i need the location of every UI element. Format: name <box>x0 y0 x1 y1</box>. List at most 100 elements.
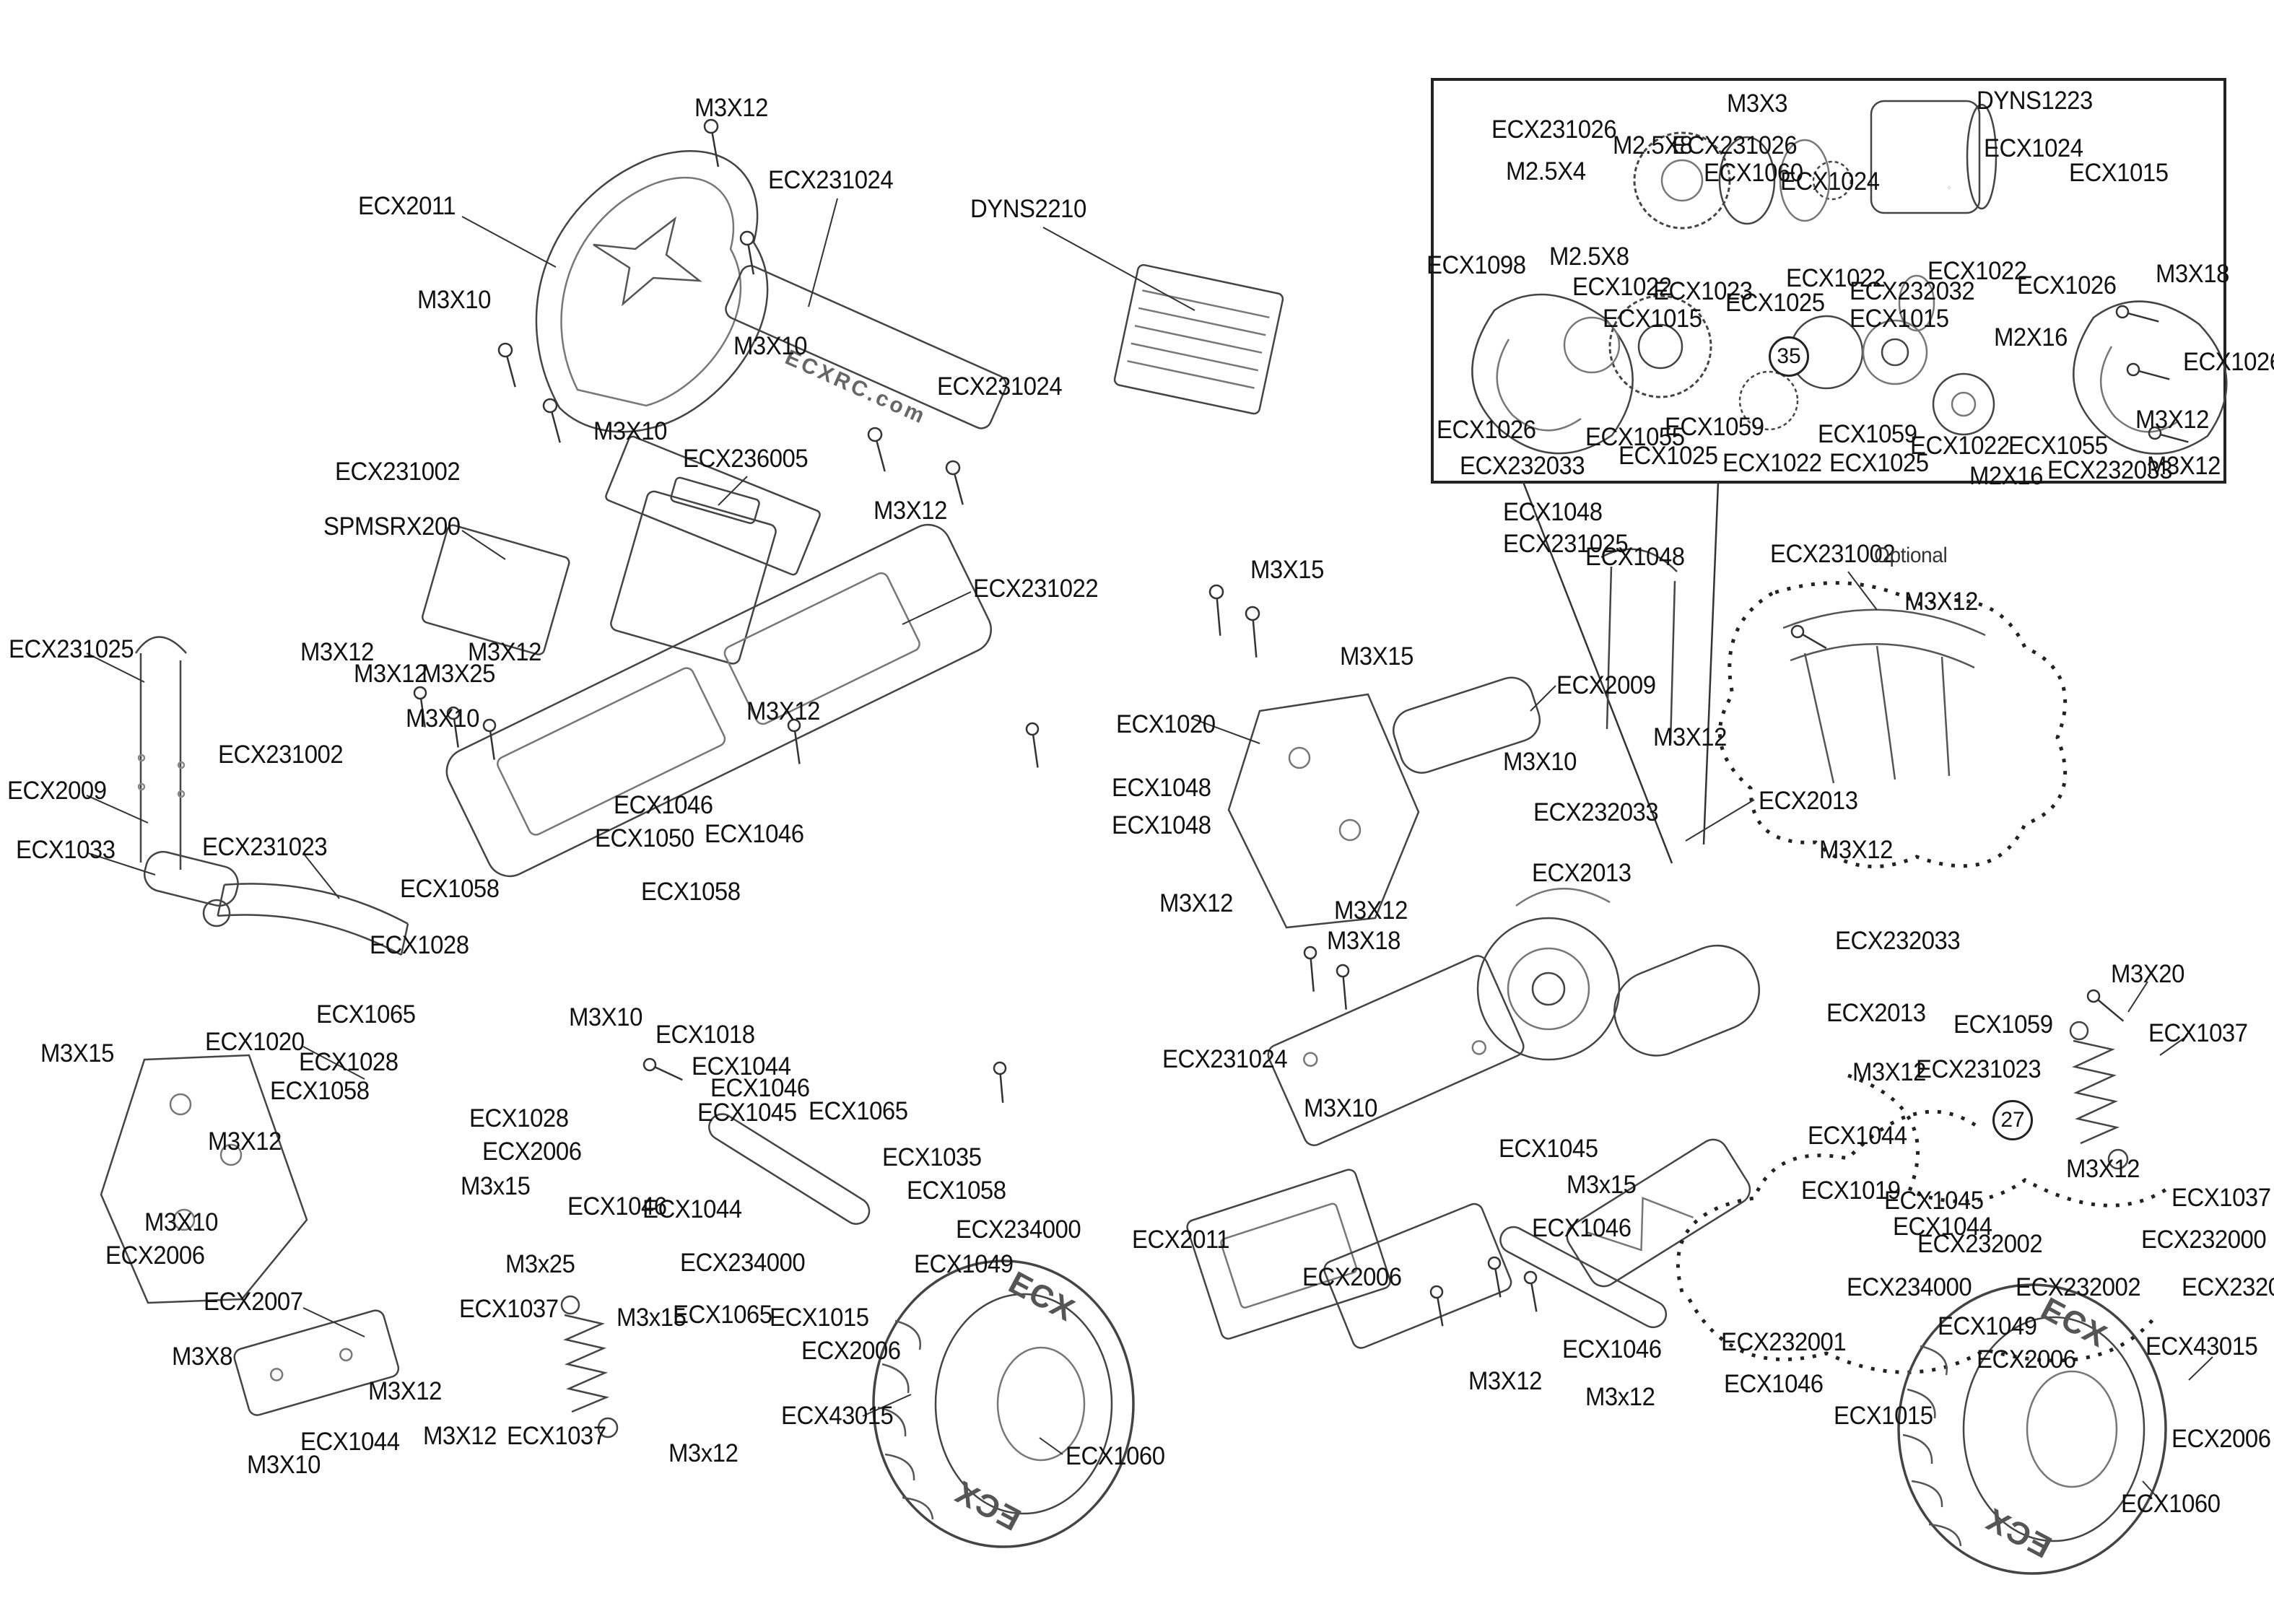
part-callout: M3X12 <box>1653 723 1727 751</box>
circled-number: 35 <box>1769 336 1809 377</box>
steering-sketch <box>144 850 239 927</box>
part-callout: ECX232001 <box>1721 1328 1847 1356</box>
part-callout: M3X18 <box>2156 260 2229 288</box>
part-callout: M3x15 <box>1567 1171 1637 1199</box>
part-callout: ECX1025 <box>1725 289 1825 317</box>
part-callout: ECX231024 <box>768 166 894 194</box>
motor-sketch <box>1812 100 1998 214</box>
part-callout: M3X10 <box>569 1003 642 1031</box>
part-callout: ECX2013 <box>1826 999 1926 1027</box>
part-callout: ECX1025 <box>1829 449 1929 477</box>
part-callout: ECX1045 <box>1884 1187 1984 1215</box>
part-callout: ECX232033 <box>2047 456 2173 484</box>
part-callout: ECX1059 <box>1665 413 1764 441</box>
part-callout: ECX2006 <box>482 1138 582 1166</box>
part-callout: ECX234000 <box>956 1215 1081 1244</box>
part-callout: ECX231023 <box>1916 1055 2042 1083</box>
optional-bumper-bars <box>1782 608 1986 784</box>
part-callout: M3x15 <box>461 1172 531 1200</box>
part-callout: M3X15 <box>1340 642 1413 671</box>
part-callout: ECX1098 <box>1426 251 1526 279</box>
part-callout: M3X12 <box>368 1377 442 1405</box>
part-callout: ECX231025 <box>9 635 134 663</box>
rear-brace-sketch <box>1323 1202 1512 1349</box>
part-callout: ECX1046 <box>705 820 804 848</box>
part-callout: ECX1046 <box>567 1192 667 1221</box>
part-callout: ECX1058 <box>907 1176 1006 1205</box>
part-callout: ECX1015 <box>770 1304 869 1332</box>
part-callout: ECX1022 <box>1572 273 1672 301</box>
part-callout: ECX2006 <box>1302 1263 1402 1291</box>
part-callout: M3x12 <box>668 1439 739 1467</box>
part-callout: ECX1049 <box>914 1250 1014 1278</box>
shock-tower-left-sketch <box>100 1054 308 1304</box>
part-callout: M3X12 <box>1819 836 1893 864</box>
part-callout: ECX2011 <box>1132 1226 1230 1254</box>
part-callout: M2X16 <box>1994 323 2068 352</box>
part-callout: ECX2006 <box>2171 1425 2271 1453</box>
part-callout: ECX1024 <box>1780 167 1880 196</box>
screw-glyphs <box>413 118 2189 1327</box>
part-callout: ECX43015 <box>781 1402 894 1430</box>
part-callout: ECX231024 <box>1162 1045 1288 1073</box>
part-callout: ECX232032 <box>1850 277 1975 305</box>
part-callout: M3X12 <box>1852 1058 1926 1086</box>
part-callout: M3X12 <box>746 697 820 725</box>
part-callout: ECX1044 <box>300 1428 400 1456</box>
link-left-sketch <box>708 1113 871 1225</box>
part-callout: M3X12 <box>874 497 947 525</box>
part-callout: ECX1026 <box>2017 271 2117 300</box>
driveline-dotted-region <box>1676 1073 2171 1374</box>
part-callout: ECX1058 <box>641 878 741 906</box>
part-callout: ECX1048 <box>1503 498 1603 526</box>
part-callout: ECX232033 <box>1533 798 1659 826</box>
part-callout: ECX1023 <box>1653 277 1753 305</box>
part-callout: M3X10 <box>247 1451 321 1479</box>
part-callout: ECX1028 <box>469 1104 569 1132</box>
part-callout: ECX1045 <box>1499 1135 1598 1163</box>
part-callout: ECX1049 <box>1938 1312 2037 1340</box>
esc-sketch <box>1113 263 1284 415</box>
part-callout: DYNS1223 <box>1977 87 2093 115</box>
rear-plate-sketch <box>1267 955 1525 1147</box>
part-callout: ECX1028 <box>299 1048 398 1076</box>
part-callout: ECX1015 <box>2069 159 2169 187</box>
part-callout: M3X12 <box>2066 1155 2140 1183</box>
circled-number: 27 <box>1992 1100 2033 1140</box>
part-callout: M3X15 <box>40 1039 114 1068</box>
part-callout: ECX2006 <box>105 1241 205 1270</box>
part-callout: ECX1046 <box>1562 1335 1662 1363</box>
part-callout: ECX1037 <box>2171 1184 2271 1212</box>
part-callout: M3x25 <box>505 1250 575 1278</box>
leader-lines <box>86 198 2213 1503</box>
part-callout: ECX2013 <box>1759 787 1858 815</box>
shock-tower-rear-sketch <box>1227 693 1420 929</box>
part-callout: ECX234000 <box>680 1249 806 1277</box>
part-callout: M3X10 <box>1304 1094 1377 1122</box>
part-callout: M3X10 <box>593 417 667 445</box>
part-callout: ECX1046 <box>710 1074 810 1102</box>
part-callout: M3X10 <box>406 704 479 733</box>
part-callout: ECX1015 <box>1603 305 1702 333</box>
part-callout: M3X10 <box>1503 748 1577 776</box>
part-callout: ECX1044 <box>692 1052 791 1081</box>
chassis-tub-sketch <box>445 523 992 878</box>
part-callout: ECX1065 <box>673 1301 772 1329</box>
part-callout: ECX1055 <box>2008 432 2108 460</box>
part-callout: ECX232005 <box>2182 1273 2274 1301</box>
part-callout: ECX1022 <box>1786 264 1886 292</box>
front-bumper-sketch <box>217 883 409 956</box>
part-callout: M2X16 <box>1969 462 2043 490</box>
part-callout: ECX2009 <box>7 777 107 805</box>
body-post-left-sketch <box>134 636 187 870</box>
part-callout: ECX43015 <box>2146 1332 2258 1361</box>
part-callout: M3X3 <box>1727 90 1788 118</box>
part-callout: ECX1059 <box>1818 420 1917 448</box>
part-callout: M3X8 <box>172 1343 233 1371</box>
trans-case-right-sketch <box>2073 300 2228 455</box>
gearbox-motor-sketch <box>1476 887 1761 1061</box>
part-callout: ECX1020 <box>1116 710 1216 738</box>
part-callout: ECX1035 <box>882 1143 982 1171</box>
part-callout: ECX1058 <box>400 875 500 903</box>
